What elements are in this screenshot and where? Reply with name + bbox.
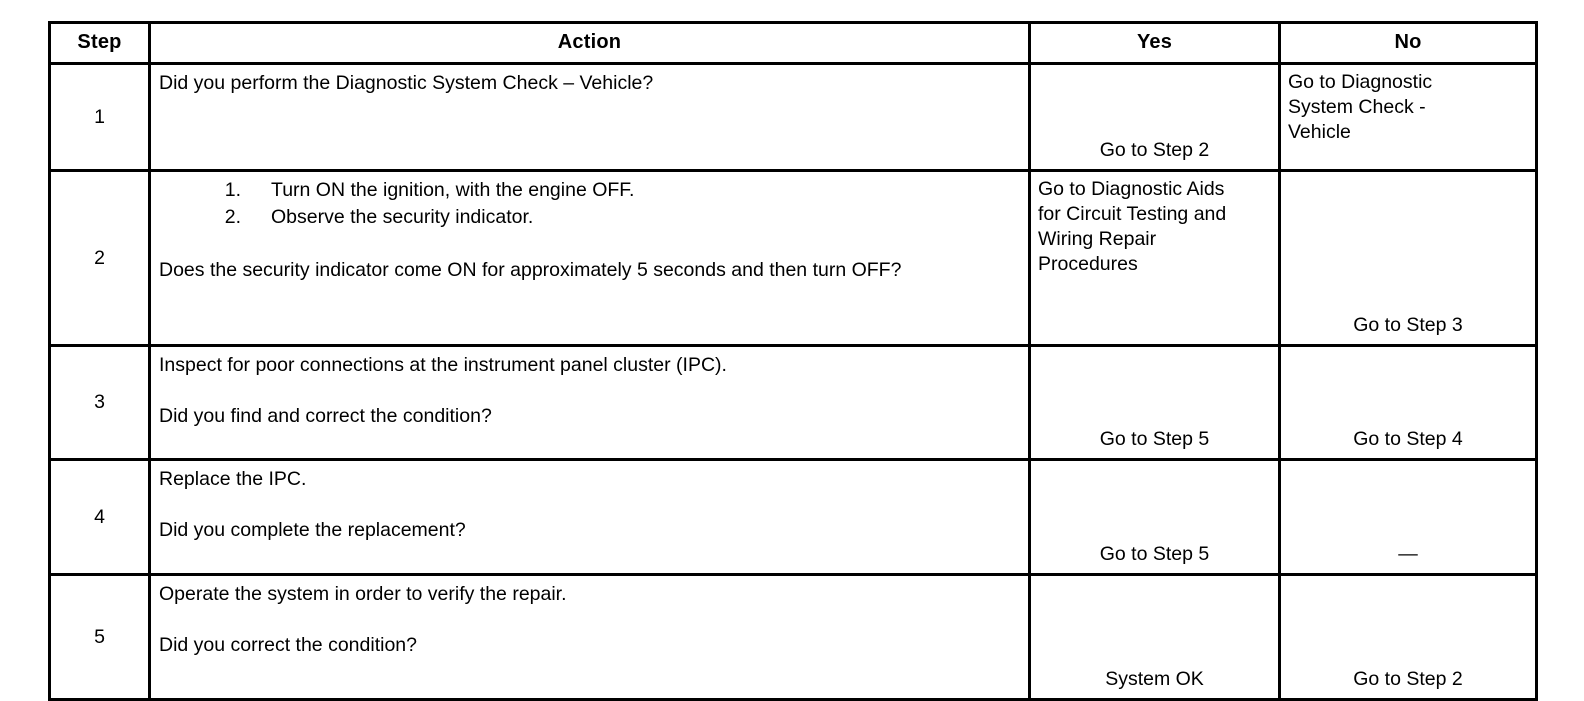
yes-text-line: Procedures bbox=[1038, 252, 1138, 275]
no-cell: Go to Step 2 bbox=[1278, 573, 1538, 701]
action-cell: Did you perform the Diagnostic System Ch… bbox=[148, 62, 1031, 172]
no-text: Go to Step 3 bbox=[1353, 314, 1463, 337]
action-text: Inspect for poor connections at the inst… bbox=[159, 354, 727, 376]
action-text: Did you perform the Diagnostic System Ch… bbox=[159, 72, 654, 94]
spacer bbox=[159, 378, 1028, 404]
spacer bbox=[159, 232, 1028, 258]
document-page: Step Action Yes No 1 Did you perform the… bbox=[48, 21, 1538, 701]
list-item-number: 2. bbox=[224, 205, 241, 228]
table-row: 2 1. Turn ON the ignition, with the engi… bbox=[48, 169, 1538, 347]
no-text-line: System Check - bbox=[1288, 95, 1426, 118]
action-text: Replace the IPC. bbox=[159, 468, 307, 490]
yes-cell: System OK bbox=[1028, 573, 1281, 701]
list-item: 1. Turn ON the ignition, with the engine… bbox=[159, 178, 1028, 203]
yes-text-line: for Circuit Testing and bbox=[1038, 202, 1227, 225]
action-question: Did you complete the replacement? bbox=[159, 518, 466, 541]
action-step-list: 1. Turn ON the ignition, with the engine… bbox=[159, 178, 1028, 230]
list-item-text: Observe the security indicator. bbox=[271, 205, 534, 228]
yes-cell: Go to Step 5 bbox=[1028, 344, 1281, 461]
yes-cell: Go to Step 5 bbox=[1028, 458, 1281, 576]
action-question: Did you find and correct the condition? bbox=[159, 404, 492, 427]
table-row: 1 Did you perform the Diagnostic System … bbox=[48, 62, 1538, 172]
list-item-text: Turn ON the ignition, with the engine OF… bbox=[271, 179, 635, 201]
table-row: 3 Inspect for poor connections at the in… bbox=[48, 344, 1538, 461]
yes-cell: Go to Diagnostic Aids for Circuit Testin… bbox=[1028, 169, 1281, 347]
list-item: 2. Observe the security indicator. bbox=[159, 205, 1028, 230]
column-header-step: Step bbox=[48, 21, 151, 65]
no-text: — bbox=[1398, 543, 1418, 566]
action-text: Operate the system in order to verify th… bbox=[159, 583, 567, 605]
column-header-no: No bbox=[1278, 21, 1538, 65]
step-number: 1 bbox=[48, 62, 151, 172]
diagnostic-procedure-table: Step Action Yes No 1 Did you perform the… bbox=[48, 21, 1538, 701]
column-header-yes: Yes bbox=[1028, 21, 1281, 65]
no-text: Go to Step 4 bbox=[1353, 428, 1463, 451]
no-text-line: Vehicle bbox=[1288, 120, 1351, 143]
spacer bbox=[159, 607, 1028, 633]
no-cell: Go to Step 4 bbox=[1278, 344, 1538, 461]
action-cell: 1. Turn ON the ignition, with the engine… bbox=[148, 169, 1031, 347]
action-question: Did you correct the condition? bbox=[159, 633, 417, 656]
yes-text: Go to Step 5 bbox=[1099, 543, 1210, 566]
action-cell: Replace the IPC. Did you complete the re… bbox=[148, 458, 1031, 576]
step-number: 5 bbox=[48, 573, 151, 701]
yes-text-line: Go to Diagnostic Aids bbox=[1038, 178, 1225, 200]
no-cell: Go to Diagnostic System Check - Vehicle bbox=[1278, 62, 1538, 172]
yes-cell: Go to Step 2 bbox=[1028, 62, 1281, 172]
table-row: 5 Operate the system in order to verify … bbox=[48, 573, 1538, 701]
no-cell: — bbox=[1278, 458, 1538, 576]
yes-text: Go to Step 5 bbox=[1099, 428, 1210, 451]
list-item-number: 1. bbox=[224, 179, 241, 201]
table-header-row: Step Action Yes No bbox=[48, 21, 1538, 65]
yes-text: Go to Step 2 bbox=[1099, 139, 1210, 162]
action-question: Does the security indicator come ON for … bbox=[159, 258, 902, 281]
no-text-line: Go to Diagnostic bbox=[1288, 71, 1433, 93]
no-cell: Go to Step 3 bbox=[1278, 169, 1538, 347]
spacer bbox=[159, 492, 1028, 518]
action-cell: Inspect for poor connections at the inst… bbox=[148, 344, 1031, 461]
action-cell: Operate the system in order to verify th… bbox=[148, 573, 1031, 701]
column-header-action: Action bbox=[148, 21, 1031, 65]
step-number: 2 bbox=[48, 169, 151, 347]
table-row: 4 Replace the IPC. Did you complete the … bbox=[48, 458, 1538, 576]
step-number: 3 bbox=[48, 344, 151, 461]
step-number: 4 bbox=[48, 458, 151, 576]
yes-text-line: Wiring Repair bbox=[1038, 227, 1157, 250]
